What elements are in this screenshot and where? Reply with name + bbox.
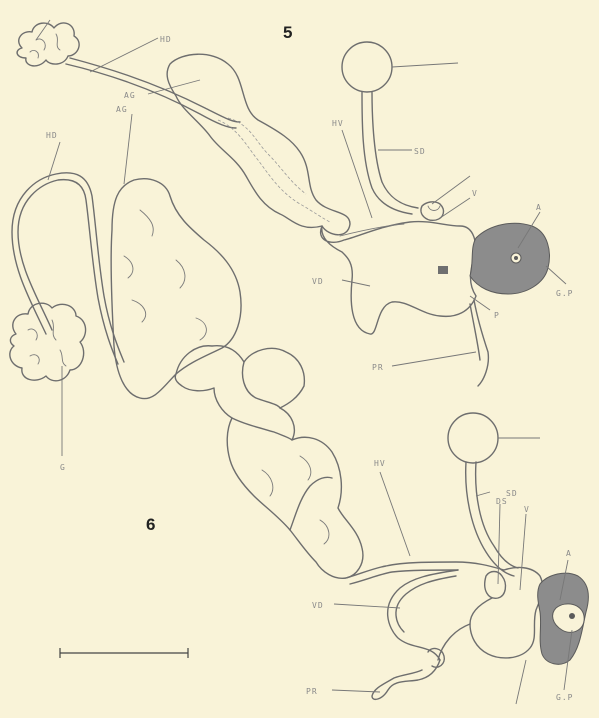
fig5-spermatheca <box>342 42 392 92</box>
fig5-label-hd: HD <box>160 35 172 44</box>
fig5-atrium <box>470 223 549 294</box>
fig5-hermaphrodite-duct <box>70 58 240 122</box>
fig5-label-ag: AG <box>124 91 136 100</box>
fig6-spermathecal-duct <box>466 462 514 576</box>
fig6-penis <box>372 660 440 699</box>
fig5-label-p: P <box>494 311 500 320</box>
fig6-label-g: G <box>60 463 66 472</box>
fig6-label-ag: AG <box>116 105 128 114</box>
fig5-label-gp: G.P <box>556 289 573 298</box>
fig5-label-vd: VD <box>312 277 324 286</box>
fig5-body-outline <box>321 222 476 335</box>
fig5-label-sd: SD <box>414 147 426 156</box>
figure-6: 6 HD AG G HV SD DS V A VD PR G.P <box>10 105 589 704</box>
fig6-gland <box>10 303 86 381</box>
figure-5: 5 HD AG HV SD V A G.P VD P PR <box>17 20 573 386</box>
fig6-body-outline <box>470 568 543 658</box>
scale-bar <box>60 648 188 658</box>
fig6-diverticulum <box>485 572 506 599</box>
fig6-label-pr: PR <box>306 687 318 696</box>
fig5-figure-number: 5 <box>283 23 292 42</box>
fig6-label-a: A <box>566 549 572 558</box>
fig5-label-pr: PR <box>372 363 384 372</box>
fig6-hermaphrodite-vesicle <box>175 346 363 579</box>
fig5-label-v: V <box>472 189 478 198</box>
fig5-hermaphrodite-gland <box>17 23 79 66</box>
fig6-label-hv: HV <box>374 459 386 468</box>
fig5-label-hv: HV <box>332 119 344 128</box>
fig6-label-v: V <box>524 505 530 514</box>
fig6-spermatheca <box>448 413 498 463</box>
fig6-label-hd: HD <box>46 131 58 140</box>
fig6-label-ds: DS <box>496 497 508 506</box>
fig6-albumen-gland <box>111 179 241 399</box>
fig5-label-a: A <box>536 203 542 212</box>
fig6-label-gp: G.P <box>556 693 573 702</box>
fig5-spermathecal-duct <box>362 92 412 214</box>
fig6-figure-number: 6 <box>146 515 155 534</box>
fig6-label-vd: VD <box>312 601 324 610</box>
fig6-label-sd: SD <box>506 489 518 498</box>
